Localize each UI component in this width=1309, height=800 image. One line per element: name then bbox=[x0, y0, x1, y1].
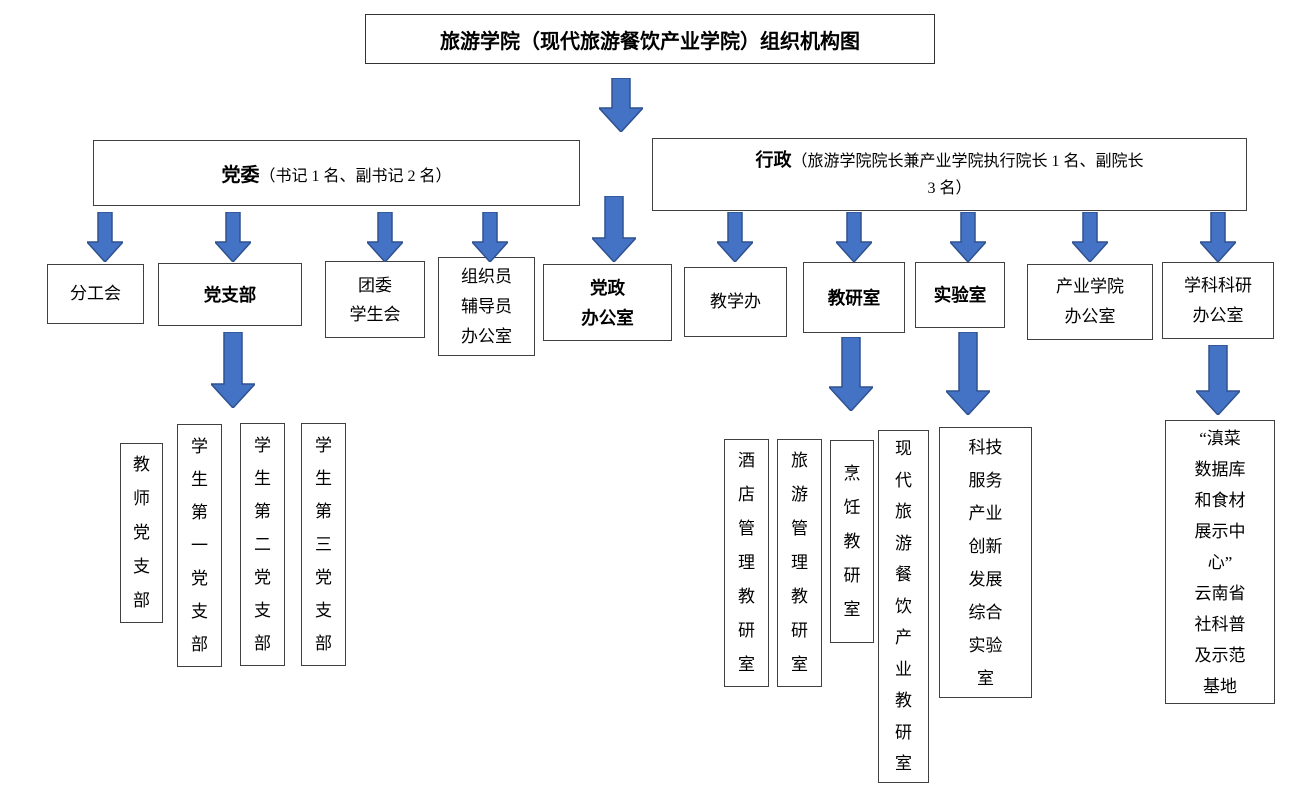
party-committee-label: 党委（书记 1 名、副书记 2 名） bbox=[221, 160, 451, 187]
administration-box: 行政（旅游学院院长兼产业学院执行院长 1 名、副院长 3 名） bbox=[652, 138, 1247, 211]
arrow-discipline-to-base-icon bbox=[1196, 345, 1240, 415]
arrow-party-to-branch-icon bbox=[215, 212, 251, 262]
chart-title-box: 旅游学院（现代旅游餐饮产业学院）组织机构图 bbox=[365, 14, 935, 64]
arrow-title-down-icon bbox=[599, 78, 643, 132]
arrow-admin-to-teaching-research-icon bbox=[836, 212, 872, 262]
arrow-branch-to-subbranches-icon bbox=[211, 332, 255, 408]
tourism-mgmt-teaching-research-box: 旅 游 管 理 教 研 室 bbox=[777, 439, 822, 687]
teaching-research-office-box: 教研室 bbox=[803, 262, 905, 333]
administration-detail-line2: 3 名） bbox=[927, 180, 972, 197]
industry-college-office-box: 产业学院 办公室 bbox=[1027, 264, 1153, 340]
arrow-admin-to-industry-office-icon bbox=[1072, 212, 1108, 262]
student-third-party-branch-box: 学 生 第 三 党 支 部 bbox=[301, 423, 346, 666]
administration-detail-line1: （旅游学院院长兼产业学院执行院长 1 名、副院长 bbox=[791, 153, 1144, 170]
culinary-teaching-research-box: 烹 饪 教 研 室 bbox=[830, 440, 874, 643]
arrow-admin-to-discipline-office-icon bbox=[1200, 212, 1236, 262]
arrow-admin-to-laboratory-icon bbox=[950, 212, 986, 262]
teaching-office-box: 教学办 bbox=[684, 267, 787, 337]
arrow-party-to-league-icon bbox=[367, 212, 403, 262]
sci-tech-service-lab-box: 科技 服务 产业 创新 发展 综合 实验 室 bbox=[939, 427, 1032, 698]
student-second-party-branch-box: 学 生 第 二 党 支 部 bbox=[240, 423, 285, 666]
administration-head: 行政 bbox=[755, 150, 792, 170]
arrow-party-to-union-icon bbox=[87, 212, 123, 262]
party-committee-detail: （书记 1 名、副书记 2 名） bbox=[259, 167, 452, 185]
party-admin-office-box: 党政 办公室 bbox=[543, 264, 672, 341]
youth-league-student-union-box: 团委 学生会 bbox=[325, 261, 425, 338]
union-box: 分工会 bbox=[47, 264, 144, 324]
discipline-research-office-box: 学科科研 办公室 bbox=[1162, 262, 1274, 339]
student-first-party-branch-box: 学 生 第 一 党 支 部 bbox=[177, 424, 222, 667]
teacher-party-branch-box: 教 师 党 支 部 bbox=[120, 443, 163, 623]
party-committee-box: 党委（书记 1 名、副书记 2 名） bbox=[93, 140, 580, 206]
arrow-lab-to-comprehensive-lab-icon bbox=[946, 332, 990, 415]
hotel-mgmt-teaching-research-box: 酒 店 管 理 教 研 室 bbox=[724, 439, 769, 687]
arrow-admin-to-teaching-office-icon bbox=[717, 212, 753, 262]
modern-tourism-catering-industry-box: 现 代 旅 游 餐 饮 产 业 教 研 室 bbox=[878, 430, 929, 783]
party-committee-head: 党委 bbox=[221, 164, 260, 186]
chart-title: 旅游学院（现代旅游餐饮产业学院）组织机构图 bbox=[440, 30, 860, 53]
arrow-research-to-rooms-icon bbox=[829, 337, 873, 411]
administration-label: 行政（旅游学院院长兼产业学院执行院长 1 名、副院长 3 名） bbox=[755, 147, 1143, 202]
organizer-counselor-office-box: 组织员 辅导员 办公室 bbox=[438, 257, 535, 356]
party-branch-box: 党支部 bbox=[158, 263, 302, 326]
dian-cuisine-database-base-box: “滇菜 数据库 和食材 展示中 心” 云南省 社科普 及示范 基地 bbox=[1165, 420, 1275, 704]
laboratory-box: 实验室 bbox=[915, 262, 1005, 328]
arrow-party-to-organizer-icon bbox=[472, 212, 508, 262]
arrow-to-party-admin-office-icon bbox=[592, 196, 636, 262]
